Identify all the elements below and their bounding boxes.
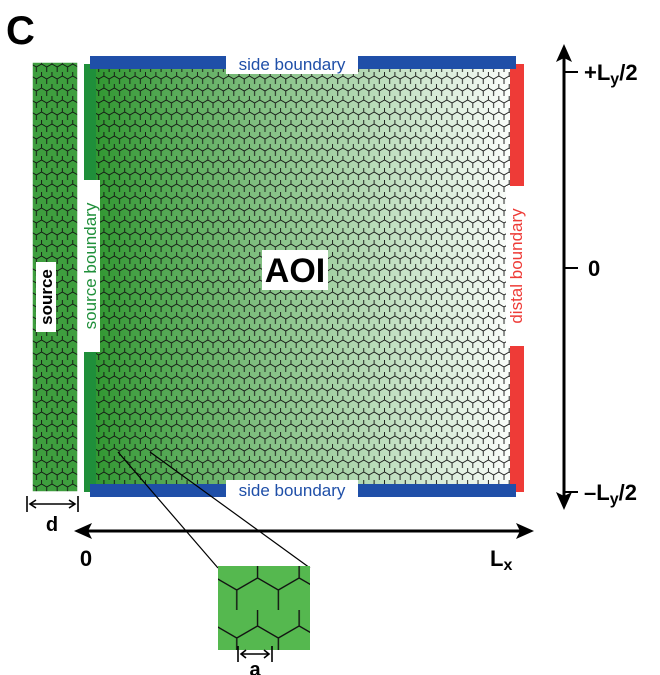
a-label: a (249, 659, 261, 675)
d-label: d (46, 514, 58, 536)
x-axis-start-label: 0 (80, 546, 92, 571)
zoom-lines (117, 451, 311, 569)
a-width-arrow-icon (237, 646, 273, 662)
y-axis-top-label: +Ly/2 (584, 60, 638, 88)
side-boundary-bottom-label: side boundary (239, 481, 346, 500)
distal-boundary-label: distal boundary (507, 208, 526, 324)
y-axis-arrow-icon (556, 44, 572, 510)
y-axis-ticks (564, 71, 578, 493)
panel-letter: C (6, 9, 35, 53)
source-label: source (37, 269, 56, 325)
side-boundary-top-label: side boundary (239, 55, 346, 74)
d-width-arrow-icon (26, 496, 79, 512)
y-axis-mid-label: 0 (588, 256, 600, 281)
hexagon-inset (218, 566, 310, 650)
x-axis-arrow-icon (74, 523, 534, 539)
x-axis-end-label: Lx (490, 546, 512, 574)
y-axis-bottom-label: –Ly/2 (584, 480, 637, 508)
aoi-label: AOI (265, 252, 325, 290)
source-boundary-label: source boundary (81, 202, 100, 329)
